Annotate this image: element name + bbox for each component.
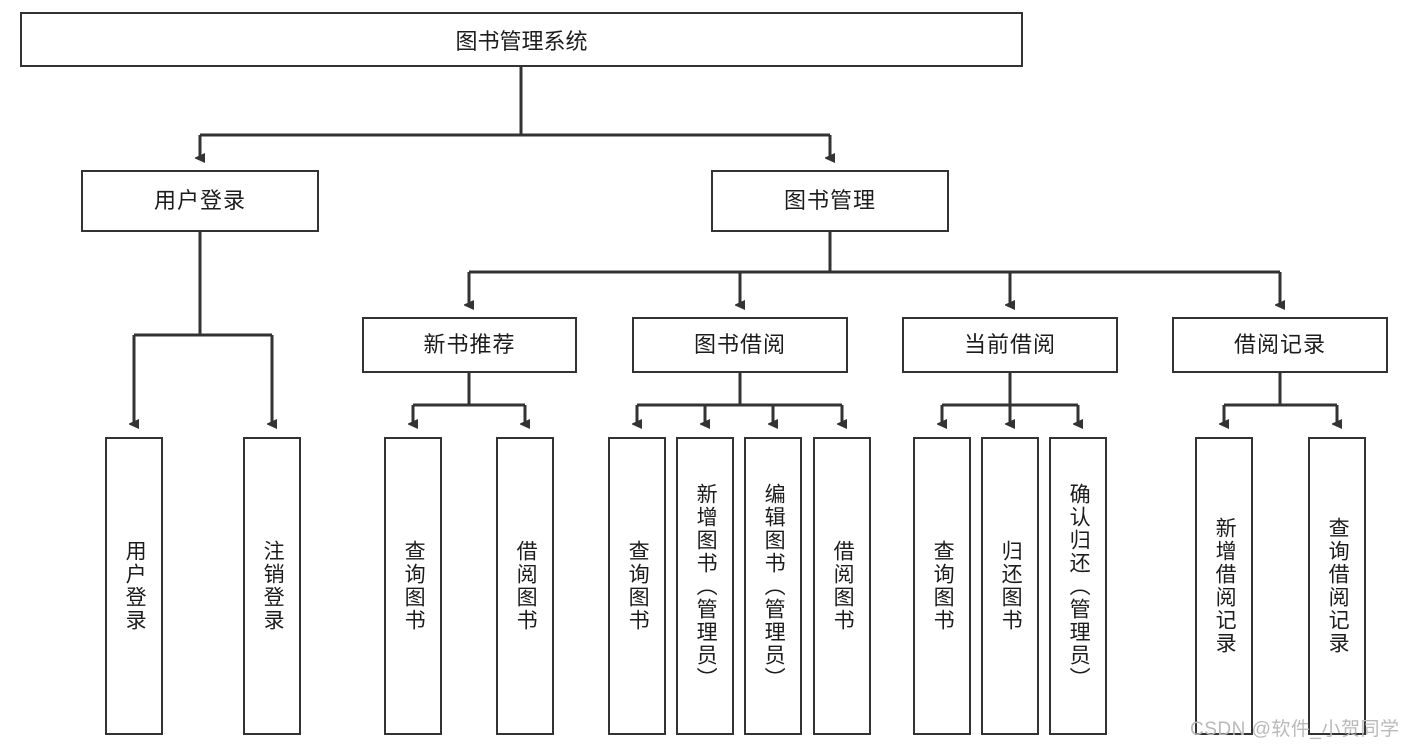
leaf-query-book-current[interactable]: 查询图书: [913, 437, 971, 735]
node-label: 查询借阅记录: [1326, 517, 1350, 655]
leaf-confirm-return-admin[interactable]: 确认归还（管理员）: [1049, 437, 1107, 735]
node-label: 查询图书: [626, 540, 650, 632]
node-label: 编辑图书（管理员）: [762, 482, 786, 690]
node-label: 用户登录: [153, 187, 246, 213]
node-label: 借阅图书: [831, 540, 855, 632]
leaf-borrow-book-recommend[interactable]: 借阅图书: [496, 437, 554, 735]
node-label: 新增图书（管理员）: [694, 482, 718, 690]
leaf-add-borrow-record[interactable]: 新增借阅记录: [1195, 437, 1253, 735]
leaf-logout[interactable]: 注销登录: [243, 437, 301, 735]
node-borrow-record[interactable]: 借阅记录: [1172, 317, 1388, 373]
node-label: 用户登录: [123, 540, 147, 632]
node-user-login[interactable]: 用户登录: [81, 170, 319, 232]
csdn-watermark: CSDN @软件_小贺同学: [1190, 714, 1399, 741]
node-label: 图书管理: [783, 187, 876, 213]
node-book-borrow[interactable]: 图书借阅: [632, 317, 848, 373]
leaf-query-book-recommend[interactable]: 查询图书: [384, 437, 442, 735]
leaf-user-login[interactable]: 用户登录: [105, 437, 163, 735]
leaf-borrow-book[interactable]: 借阅图书: [813, 437, 871, 735]
leaf-edit-book-admin[interactable]: 编辑图书（管理员）: [744, 437, 802, 735]
leaf-query-borrow-record[interactable]: 查询借阅记录: [1308, 437, 1366, 735]
node-label: 当前借阅: [963, 331, 1056, 357]
leaf-return-book[interactable]: 归还图书: [981, 437, 1039, 735]
node-book-management[interactable]: 图书管理: [711, 170, 949, 232]
node-label: 确认归还（管理员）: [1067, 482, 1091, 690]
node-label: 新增借阅记录: [1213, 517, 1237, 655]
node-current-borrow[interactable]: 当前借阅: [902, 317, 1118, 373]
node-label: 图书借阅: [693, 331, 786, 357]
node-label: 新书推荐: [423, 331, 516, 357]
leaf-query-book-borrow[interactable]: 查询图书: [608, 437, 666, 735]
node-label: 归还图书: [999, 540, 1023, 632]
node-new-book-recommend[interactable]: 新书推荐: [362, 317, 577, 373]
node-label: 查询图书: [402, 540, 426, 632]
node-root-book-management-system[interactable]: 图书管理系统: [20, 12, 1023, 67]
node-label: 借阅记录: [1233, 331, 1326, 357]
node-label: 图书管理系统: [455, 28, 588, 54]
watermark-text: CSDN @软件_小贺同学: [1190, 719, 1400, 740]
node-label: 借阅图书: [514, 540, 538, 632]
node-label: 查询图书: [931, 540, 955, 632]
leaf-add-book-admin[interactable]: 新增图书（管理员）: [676, 437, 734, 735]
node-label: 注销登录: [261, 540, 285, 632]
